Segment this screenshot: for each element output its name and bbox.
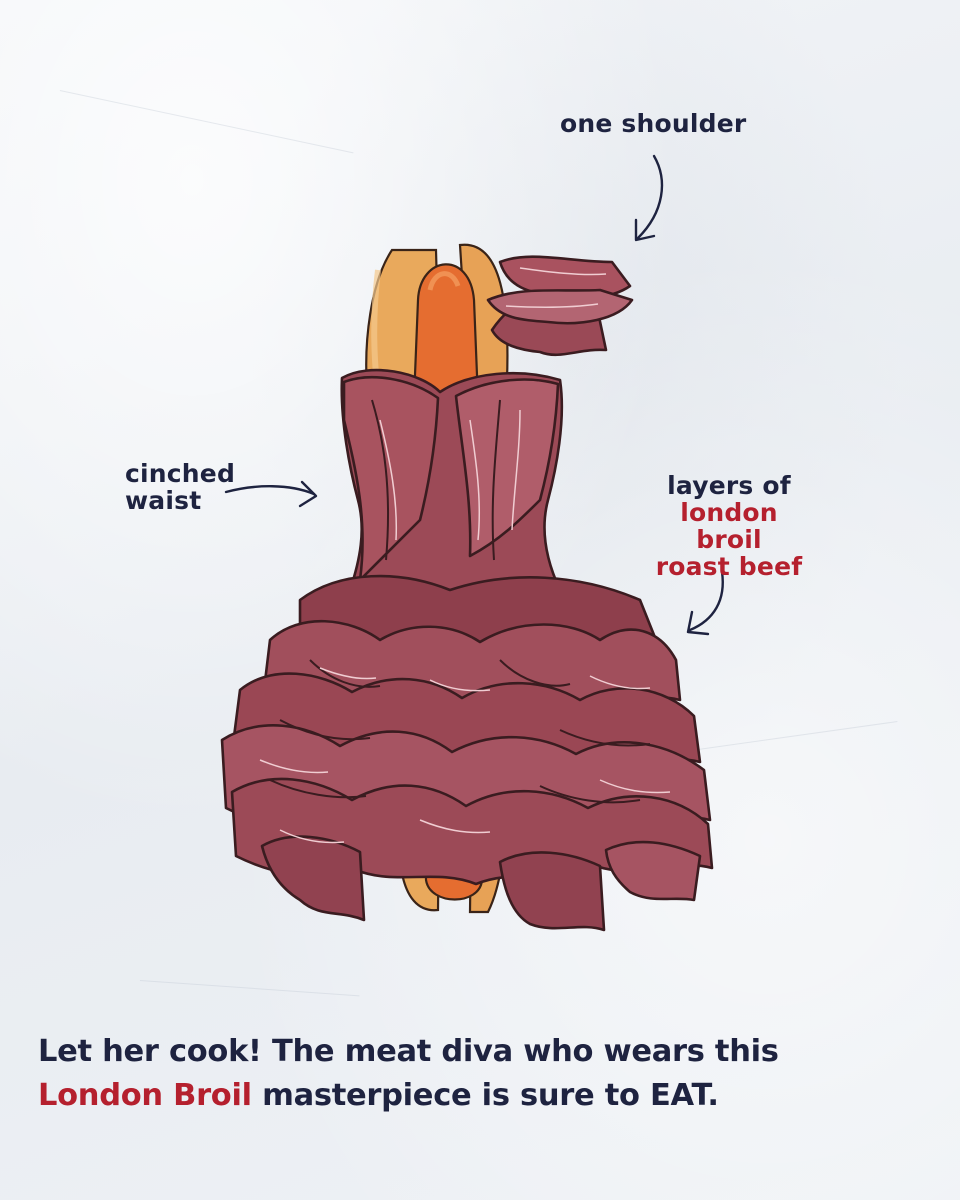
annotation-cinched-waist: cinched waist: [125, 460, 235, 514]
arrow-layers: [686, 570, 724, 636]
caption-highlight: London Broil: [38, 1078, 252, 1113]
annotation-one-shoulder: one shoulder: [560, 110, 746, 137]
caption: Let her cook! The meat diva who wears th…: [38, 1030, 918, 1118]
annotation-waist-line2: waist: [125, 486, 202, 515]
shoulder-strap: [486, 255, 634, 357]
caption-line2-rest: masterpiece is sure to EAT.: [251, 1078, 719, 1113]
annotation-shoulder-text: one shoulder: [560, 109, 747, 138]
annotation-layers: layers of london broil roast beef: [648, 472, 810, 580]
caption-line1: Let her cook! The meat diva who wears th…: [38, 1034, 779, 1069]
caption-line2: London Broil masterpiece is sure to EAT.: [38, 1074, 918, 1118]
annotation-waist-line1: cinched: [125, 459, 236, 488]
skirt-ruffles: [220, 574, 714, 932]
annotation-layers-line3: roast beef: [655, 552, 803, 581]
annotation-layers-line1: layers of: [667, 471, 791, 500]
hotdog-sausage-top: [412, 263, 480, 402]
arrow-waist: [224, 480, 318, 508]
bodice: [340, 368, 564, 592]
annotation-layers-line2: london broil: [680, 498, 778, 554]
arrow-shoulder: [634, 154, 664, 242]
